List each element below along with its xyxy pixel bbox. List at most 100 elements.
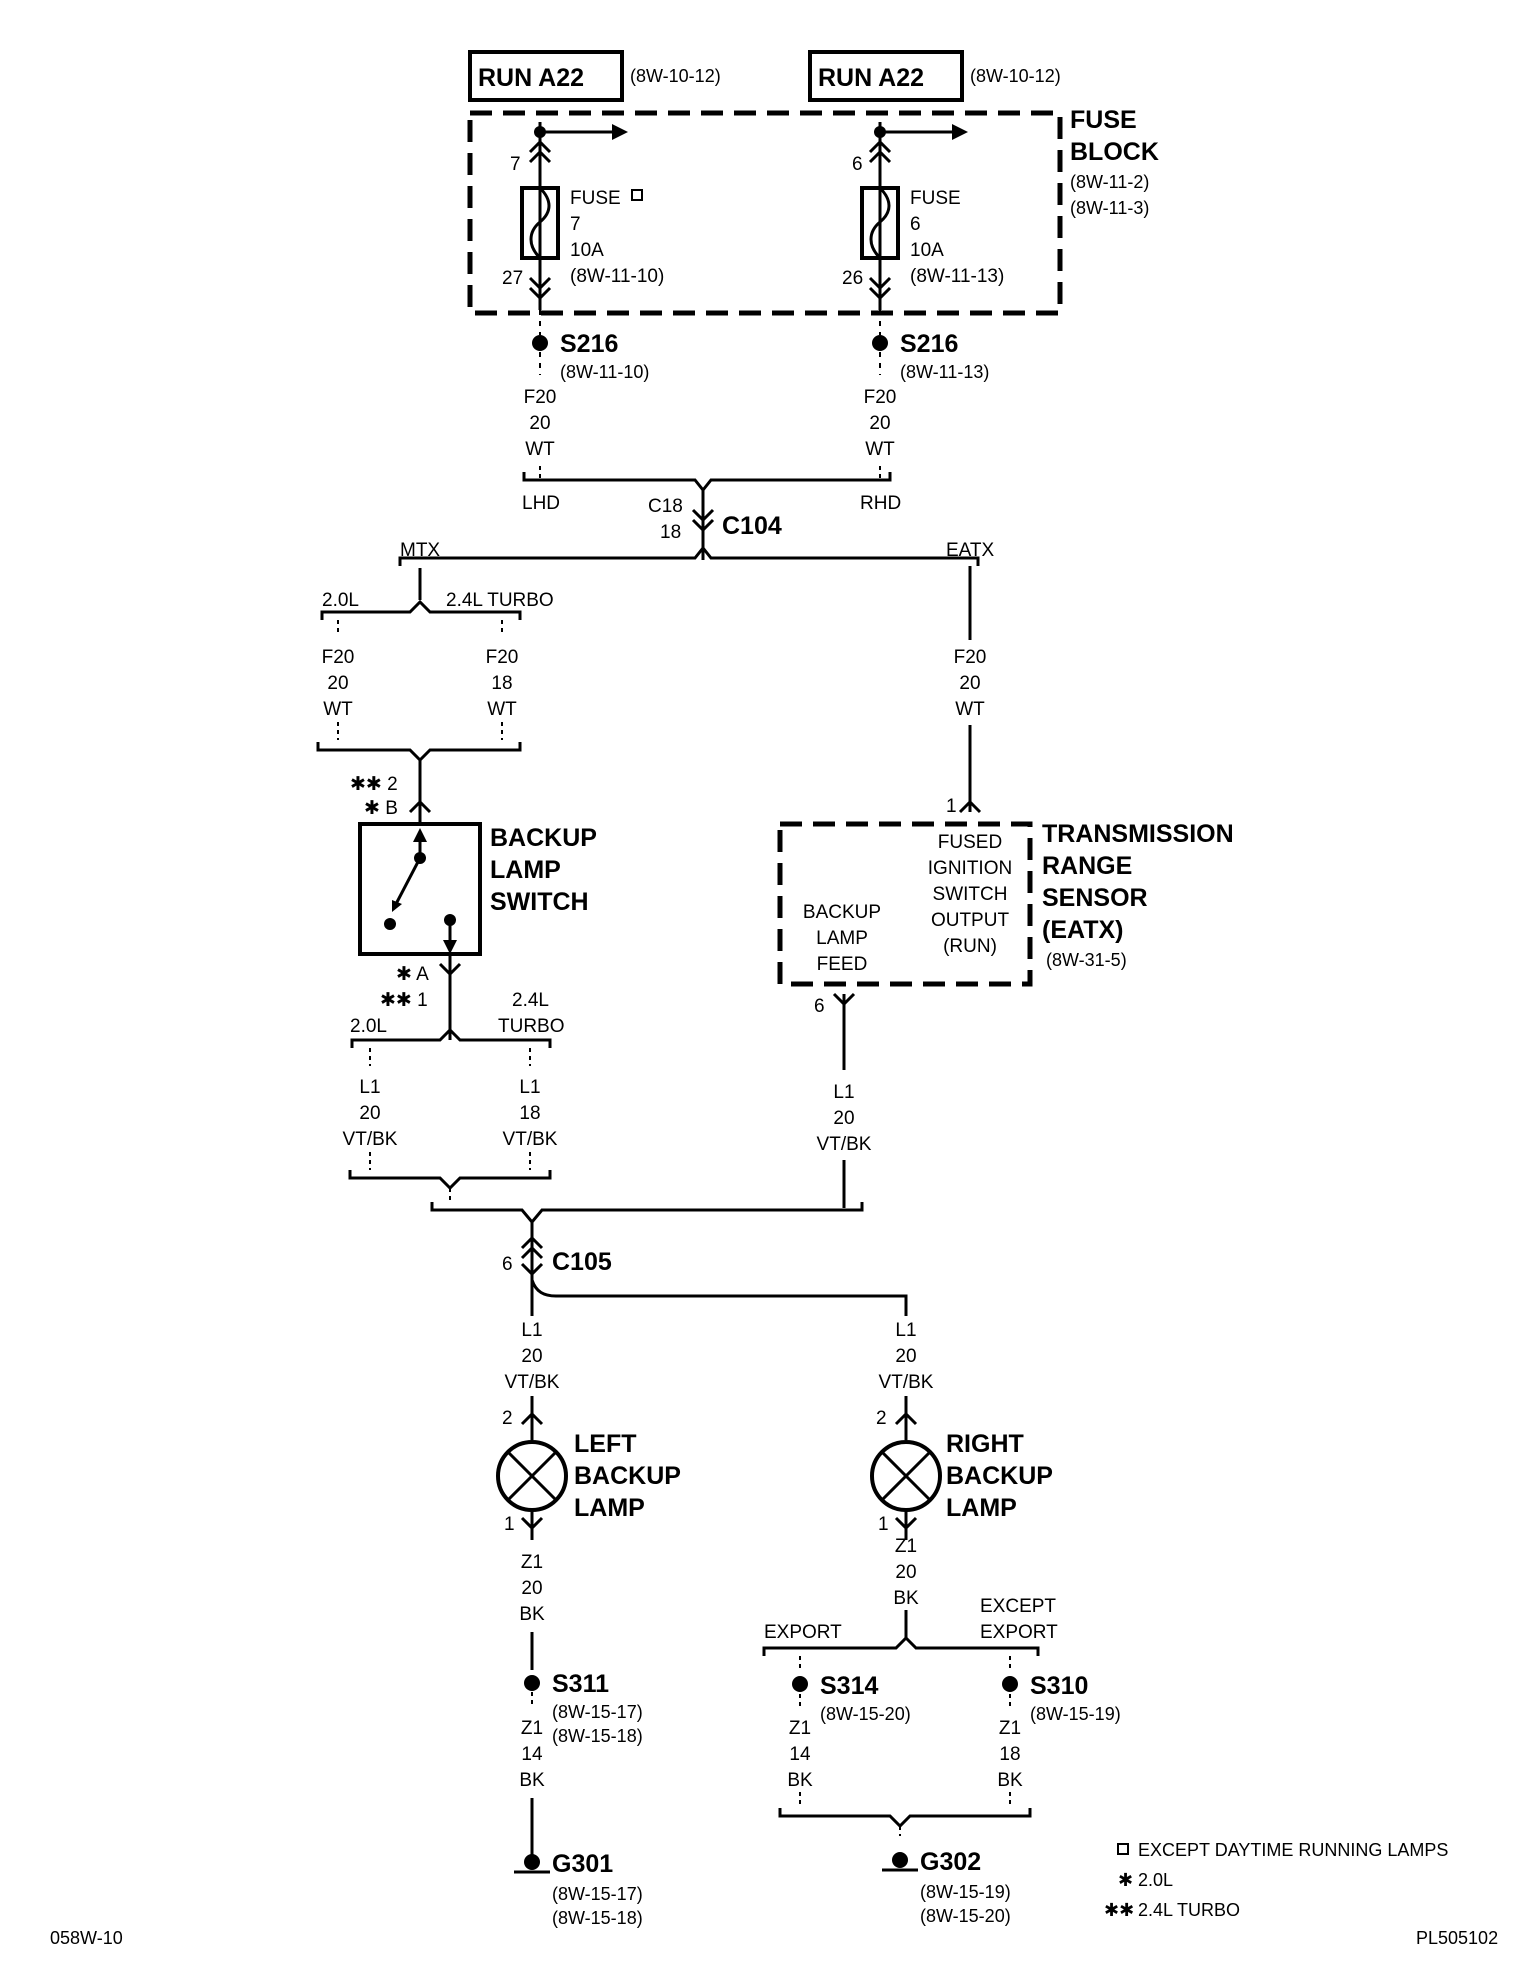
splice-s311[interactable]: S311 (8W-15-17) (8W-15-18) [524, 1670, 643, 1746]
svg-text:20: 20 [895, 1346, 916, 1367]
svg-text:L1: L1 [359, 1077, 380, 1098]
c105-pin: 6 [502, 1254, 513, 1275]
svg-text:20: 20 [359, 1103, 380, 1124]
wire-label-z1-20-bk-left: Z1 20 BK [519, 1552, 545, 1625]
option-mtx: MTX [400, 540, 440, 561]
left-lamp-label-2: BACKUP [574, 1462, 681, 1490]
fuse-6-pin-in: 6 [852, 154, 863, 175]
svg-text:F20: F20 [486, 647, 519, 668]
square-marker-icon [1117, 1843, 1129, 1855]
svg-text:VT/BK: VT/BK [343, 1129, 398, 1150]
trs-output-label: BACKUP LAMP FEED [803, 902, 881, 975]
splice-s216-right-ref: (8W-11-13) [900, 362, 989, 382]
svg-text:L1: L1 [895, 1320, 916, 1341]
legend: EXCEPT DAYTIME RUNNING LAMPS ✱ 2.0L ✱✱ 2… [1104, 1840, 1448, 1920]
splice-s216-left[interactable]: S216 (8W-11-10) [532, 310, 649, 382]
svg-text:20: 20 [869, 413, 890, 434]
wire-label-z1-20-bk-right: Z1 20 BK [893, 1536, 919, 1609]
svg-text:WT: WT [323, 699, 353, 720]
backup-switch-pin-b: ✱ B [364, 798, 398, 819]
option-except-2: EXPORT [980, 1622, 1058, 1643]
ground-g302[interactable]: G302 (8W-15-19) (8W-15-20) [882, 1848, 1011, 1926]
connector-female-icon [958, 799, 982, 814]
trs-input-label: FUSED IGNITION SWITCH OUTPUT (RUN) [928, 832, 1012, 957]
wire-label-l1-20-vtbk-trs: L1 20 VT/BK [817, 1082, 872, 1155]
splice-s216-left-id: S216 [560, 330, 618, 358]
svg-text:20: 20 [895, 1562, 916, 1583]
splice-dot-icon [532, 335, 548, 351]
splice-s310[interactable]: S310 (8W-15-19) [1002, 1672, 1121, 1724]
svg-text:20: 20 [833, 1108, 854, 1129]
right-lamp-label-3: LAMP [946, 1494, 1017, 1522]
splice-s311-id: S311 [552, 1670, 609, 1698]
source-right-ref: (8W-10-12) [970, 66, 1061, 86]
backup-switch-label-2: LAMP [490, 856, 561, 884]
option-brace-engine-bottom [316, 742, 522, 763]
option-lhd: LHD [522, 493, 560, 514]
backup-switch-label-1: BACKUP [490, 824, 597, 852]
svg-text:FEED: FEED [817, 954, 868, 975]
svg-text:Z1: Z1 [895, 1536, 917, 1557]
legend-single-text: 2.0L [1138, 1870, 1173, 1890]
svg-text:VT/BK: VT/BK [817, 1134, 872, 1155]
wire-label-l1-20-vtbk-switch: L1 20 VT/BK [343, 1077, 398, 1150]
left-backup-lamp[interactable]: 2 1 LEFT BACKUP LAMP [496, 1396, 681, 1540]
splice-s314-ref: (8W-15-20) [820, 1704, 911, 1724]
fuse-6-pin-out: 26 [842, 268, 863, 289]
c105-branch-wire [530, 1279, 908, 1316]
option-2-4l-bottom-2: TURBO [498, 1016, 565, 1037]
fuse-7[interactable]: 7 27 FUSE 7 10A (8W-11-10) [502, 122, 664, 310]
source-left[interactable]: RUN A22 (8W-10-12) [468, 50, 721, 102]
splice-s216-right[interactable]: S216 (8W-11-13) [872, 310, 989, 382]
backup-switch-pin-1: ✱✱ 1 [380, 990, 428, 1011]
svg-text:IGNITION: IGNITION [928, 858, 1012, 879]
ground-icon [892, 1852, 908, 1868]
left-lamp-pin-2: 2 [502, 1408, 513, 1429]
fuse-block-ref-1: (8W-11-2) [1070, 172, 1149, 192]
wire-label-f20-20-wt-eatx: F20 20 WT [954, 647, 987, 720]
connector-male-icon [528, 276, 552, 291]
svg-text:20: 20 [529, 413, 550, 434]
connector-c105[interactable]: 6 C105 [502, 1222, 612, 1316]
option-rhd: RHD [860, 493, 901, 514]
ground-g301-ref-1: (8W-15-17) [552, 1884, 643, 1904]
svg-text:F20: F20 [524, 387, 557, 408]
svg-text:FUSED: FUSED [938, 832, 1002, 853]
ground-g302-ref-2: (8W-15-20) [920, 1906, 1011, 1926]
connector-c104[interactable]: C18 18 C104 [648, 490, 782, 560]
connector-male-icon [868, 276, 892, 291]
connector-female-icon [528, 139, 552, 154]
legend-double-text: 2.4L TURBO [1138, 1900, 1240, 1920]
ground-g301[interactable]: G301 (8W-15-17) (8W-15-18) [514, 1850, 643, 1928]
transmission-range-sensor[interactable]: 1 TRANSMISSION RANGE SENSOR (EATX) (8W-3… [777, 796, 1234, 1070]
svg-text:L1: L1 [833, 1082, 854, 1103]
backup-switch-pin-2: ✱✱ 2 [350, 774, 398, 795]
right-backup-lamp[interactable]: 2 1 RIGHT BACKUP LAMP [870, 1396, 1053, 1540]
splice-dot-icon [524, 1675, 540, 1691]
svg-text:14: 14 [789, 1744, 811, 1765]
svg-text:20: 20 [327, 673, 348, 694]
trs-pin-1: 1 [946, 796, 957, 817]
fuse-element-icon [869, 186, 891, 260]
switch-contact-icon [394, 857, 422, 905]
fuse-6-ref: (8W-11-13) [910, 266, 1004, 287]
source-right[interactable]: RUN A22 (8W-10-12) [808, 50, 1061, 102]
backup-lamp-switch[interactable]: BACKUP LAMP SWITCH ✱✱ 2 ✱ B ✱ A ✱✱ 1 [350, 774, 597, 1040]
left-lamp-pin-1: 1 [504, 1514, 515, 1535]
svg-text:VT/BK: VT/BK [503, 1129, 558, 1150]
right-lamp-label-2: BACKUP [946, 1462, 1053, 1490]
svg-text:F20: F20 [954, 647, 987, 668]
left-lamp-label-3: LAMP [574, 1494, 645, 1522]
svg-text:14: 14 [521, 1744, 543, 1765]
splice-s314[interactable]: S314 (8W-15-20) [792, 1672, 911, 1724]
c104-id: C104 [722, 512, 782, 540]
svg-text:BK: BK [893, 1588, 919, 1609]
option-brace-engine-switch-top [350, 1027, 552, 1048]
svg-text:WT: WT [865, 439, 895, 460]
connector-female-icon [894, 1411, 918, 1426]
fuse-block-title-1: FUSE [1070, 106, 1137, 134]
fuse-6[interactable]: 6 26 FUSE 6 10A (8W-11-13) [842, 122, 1004, 310]
merge-brace-c105 [430, 1202, 864, 1225]
svg-text:L1: L1 [521, 1320, 542, 1341]
